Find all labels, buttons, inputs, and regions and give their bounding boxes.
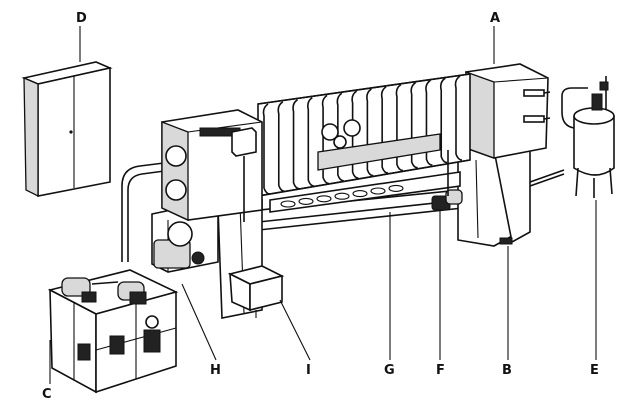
filter-cake [352,190,368,198]
label-d: D [76,11,87,26]
hydraulic-box [227,265,285,318]
label-e: E [590,363,599,378]
label-c: C [42,387,52,402]
filter-cake [334,192,350,200]
label-i: I [306,363,311,378]
filter-cake [280,200,296,208]
filter-plate [425,79,433,167]
drip-tray [269,171,461,213]
filter-plate [351,90,359,180]
filter-plate [262,103,271,195]
tail-stand [457,139,531,247]
label-a: A [490,11,500,26]
feed-tank [529,76,615,198]
head-plate [465,63,551,159]
filter-plate [395,83,403,172]
filter-cake [370,187,386,195]
filter-cake [316,195,332,203]
filter-plate [366,88,374,177]
label-h: H [210,363,221,378]
filter-plate [307,96,315,187]
filter-plate [292,99,300,190]
filter-plate [277,101,285,193]
leader-lines [49,26,597,384]
fixed-head [161,109,263,222]
filter-plate-pack [257,73,471,197]
filter-plate [380,86,389,174]
plate-shifter [431,150,463,211]
filter-cake [298,197,314,205]
filter-cake [388,184,404,192]
control-cabinet [21,61,113,198]
filter-plate [321,94,330,185]
label-g: G [384,363,395,378]
pump-unit [47,269,179,394]
filter-plate [410,81,418,169]
filter-plate [454,75,463,161]
feed-pipe [121,161,173,262]
label-f: F [436,363,445,378]
label-b: B [502,363,512,378]
filter-plate [439,77,448,164]
